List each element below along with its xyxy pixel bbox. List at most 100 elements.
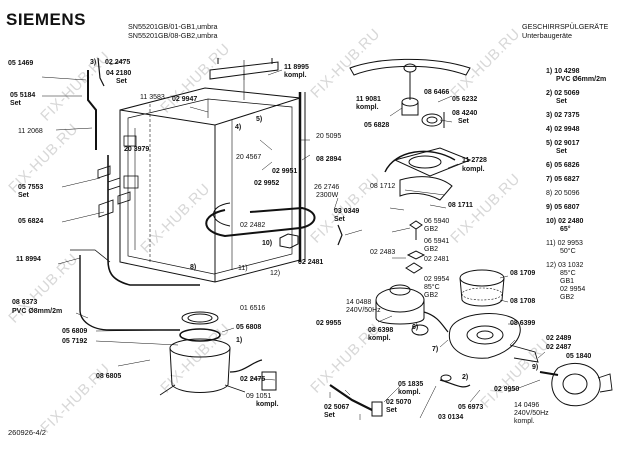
part-label: 05 6973	[458, 404, 484, 411]
hoses	[70, 57, 200, 331]
part-label: GB2	[424, 246, 439, 253]
part-label: 4)	[235, 124, 242, 131]
legend-item: 5) 02 9017	[546, 140, 580, 147]
part-label: kompl.	[356, 104, 379, 111]
legend-item-detail: PVC Ø6mm/2m	[556, 76, 607, 83]
category-subtitle: Unterbaugeräte	[522, 31, 572, 40]
part-label: 05 7553	[18, 184, 44, 191]
part-label: 6)	[412, 324, 419, 331]
brand-logo: SIEMENS	[6, 10, 87, 29]
part-label: Set	[324, 412, 335, 419]
part-label: 11 8995	[284, 64, 309, 71]
part-label: 03 0134	[438, 414, 464, 421]
part-label: 08 1711	[448, 202, 473, 209]
part-label: 5)	[256, 116, 263, 123]
part-label: 1)	[236, 337, 243, 344]
sump-assembly	[159, 311, 277, 396]
lower-spray-arm	[384, 147, 472, 201]
model-number-1: SN55201GB/01-GB1,umbra	[128, 22, 218, 31]
part-label: 02 2489	[546, 335, 572, 342]
part-label: 05 6232	[452, 96, 478, 103]
part-label: 11 3583	[140, 94, 165, 101]
part-label: 08 6373	[12, 299, 38, 306]
part-label: 2)	[462, 374, 469, 381]
part-label: 10)	[262, 240, 273, 247]
part-label: 9)	[532, 364, 539, 371]
part-label: 05 6824	[18, 218, 44, 225]
model-number-2: SN55201GB/08-GB2,umbra	[128, 31, 218, 40]
part-label: 02 9951	[272, 168, 298, 175]
legend-item-detail: 50°C	[560, 248, 576, 255]
filter-cylinder	[459, 269, 505, 307]
part-label: 08 6805	[96, 373, 122, 380]
part-label: kompl.	[256, 401, 279, 408]
side-clips	[97, 165, 131, 218]
part-label: 02 2475	[240, 376, 266, 383]
part-label: 08 2894	[316, 156, 342, 163]
part-label: 7)	[432, 346, 439, 353]
part-label: 08 1712	[370, 183, 396, 190]
legend-item: 9) 05 6807	[546, 204, 580, 211]
part-label: 08 6399	[510, 320, 536, 327]
legend-item: 4) 02 9948	[546, 126, 580, 133]
valves	[279, 220, 426, 274]
part-label: Set	[18, 192, 29, 199]
part-label: 08 1708	[510, 298, 536, 305]
part-label: 05 6809	[62, 328, 88, 335]
part-label: 05 1835	[398, 381, 424, 388]
part-label: 02 2475	[105, 59, 131, 66]
part-label: 8)	[190, 264, 197, 271]
part-label: 05 5184	[10, 92, 36, 99]
leader-lines	[41, 59, 546, 420]
legend-item: 7) 05 6827	[546, 176, 580, 183]
document-number: 260926-4/2	[8, 428, 46, 437]
part-label: 02 5067	[324, 404, 350, 411]
legend-item-detail: Set	[556, 148, 567, 155]
part-label: 02 2487	[546, 344, 572, 351]
part-label: 02 9952	[254, 180, 280, 187]
part-label: 02 9947	[172, 96, 198, 103]
part-label: 11 2068	[18, 128, 43, 135]
part-label: 3)	[90, 59, 97, 66]
circulation-pump	[375, 284, 449, 336]
part-label: Set	[334, 216, 345, 223]
part-label: 14 0488	[346, 299, 372, 306]
upper-spray-arm	[349, 58, 471, 128]
part-label: Set	[386, 407, 397, 414]
part-label: 05 7192	[62, 338, 88, 345]
part-label: 85°C	[424, 284, 440, 291]
legend-item-detail: GB2	[560, 294, 575, 301]
part-label: Set	[116, 78, 127, 85]
part-label: 11)	[238, 265, 248, 272]
drain-pump	[539, 363, 613, 407]
part-label: kompl.	[368, 335, 391, 342]
part-label: 04 2180	[106, 70, 132, 77]
legend-item: 11) 02 9953	[546, 240, 583, 247]
part-label: 02 2483	[370, 249, 396, 256]
sump-housing	[448, 313, 539, 363]
part-label: 02 9954	[424, 276, 450, 283]
legend-item-detail: Set	[556, 98, 567, 105]
part-label: 02 9955	[316, 320, 342, 327]
gasket-strip	[298, 92, 306, 262]
legend-item-detail: GB1	[560, 278, 575, 285]
part-label: 14 0496	[514, 402, 540, 409]
part-label: 240V/50Hz	[514, 410, 549, 417]
part-label: kompl.	[462, 166, 485, 173]
part-label: 02 2482	[240, 222, 266, 229]
legend-item: 2) 02 5069	[546, 90, 580, 97]
part-label: 08 6466	[424, 89, 450, 96]
part-label: 11 2728	[462, 157, 487, 164]
part-label: 05 1840	[566, 353, 592, 360]
parts-legend: 1) 10 4298 PVC Ø6mm/2m 2) 02 5069 Set 3)…	[546, 68, 636, 302]
legend-item: 12) 03 1032	[546, 262, 584, 269]
legend-item: 6) 05 6826	[546, 162, 580, 169]
part-label: 12)	[270, 270, 281, 277]
part-label: kompl.	[514, 418, 535, 425]
legend-item: 8) 20 5096	[546, 190, 580, 197]
part-label: kompl.	[284, 72, 307, 79]
part-label: 05 1469	[8, 60, 34, 67]
part-label: PVC Ø8mm/2m	[12, 308, 63, 315]
